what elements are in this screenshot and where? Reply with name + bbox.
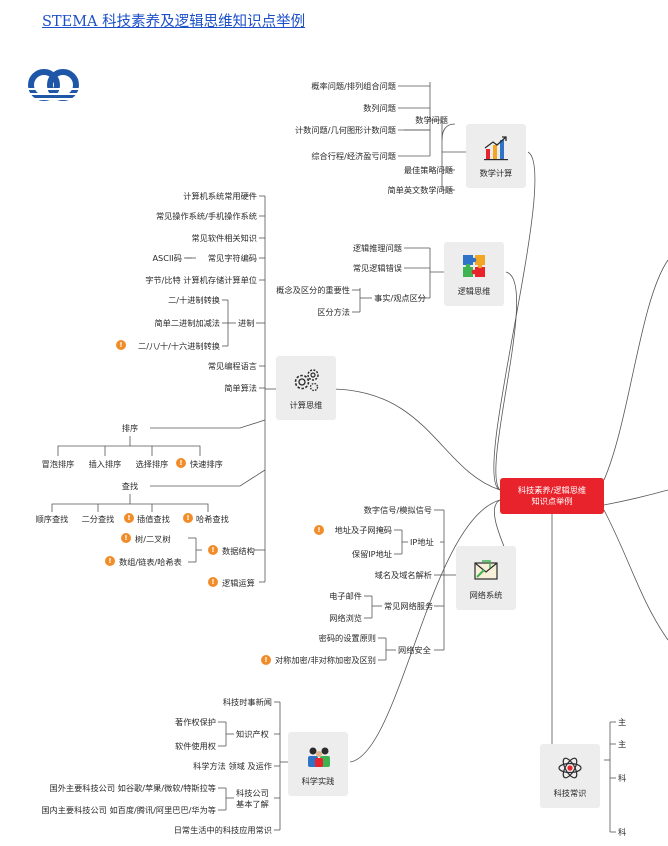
prac-ip-rights: 知识产权 [236,729,269,739]
net-mask: 地址及子网掩码 [334,525,392,535]
hub-practice[interactable]: 科学实践 [288,732,348,796]
prac-company: 科技公司 [236,788,269,798]
logic-facts: 事实/观点区分 [374,293,426,303]
math-group-label: 数学问题 [415,115,448,125]
star-badge-icon: ! [183,513,193,523]
star-badge-icon: ! [124,513,134,523]
comp-logic-op: 逻辑运算 [222,578,255,588]
star-badge-icon: ! [208,545,218,555]
comp-search: 查找 [121,481,139,491]
prac-news: 科技时事新闻 [222,697,272,707]
hub-computational[interactable]: 计算思维 [276,356,336,420]
math-item-sequence: 数列问题 [363,103,396,113]
star-badge-icon: ! [208,577,218,587]
bar-chart-icon [484,136,508,161]
logic-errors: 常见逻辑错误 [352,263,402,273]
sci-item-b: 主 [618,739,627,749]
hub-math[interactable]: 数学计算 [466,124,526,188]
gears-icon [294,369,319,392]
net-dns: 域名及域名解析 [374,570,432,580]
sort-quick: 快速排序 [190,459,223,469]
comp-os: 常见操作系统/手机操作系统 [155,211,257,221]
prac-foreign: 国外主要科技公司 如谷歌/苹果/微软/特斯拉等 [49,783,216,793]
search-hash: 哈希查找 [196,514,229,524]
people-icon [308,747,330,767]
star-badge-icon: ! [314,525,324,535]
prac-license: 软件使用权 [175,741,216,751]
star-badge-icon: ! [261,655,271,665]
logic-reasoning: 逻辑推理问题 [352,243,402,253]
hub-logic[interactable]: 逻辑思维 [444,242,504,306]
center-node[interactable]: 科技素养/逻辑思维 知识点举例 [500,478,604,514]
net-email: 电子邮件 [329,591,362,601]
prac-method: 科学方法 领域 及运作 [193,761,272,771]
center-line2: 知识点举例 [531,496,573,506]
hub-network[interactable]: 网络系统 [456,546,516,610]
comp-hardware: 计算机系统常用硬件 [183,191,257,201]
sci-item-a: 主 [618,717,627,727]
hub-science[interactable]: 科技常识 [540,744,600,808]
atom-icon [558,757,582,779]
hub-practice-label: 科学实践 [301,776,335,786]
comp-bin-multi: 二/八/十/十六进制转换 [138,341,220,351]
math-strategy: 最佳策略问题 [403,165,453,175]
prac-copyright: 著作权保护 [175,717,216,727]
net-security: 网络安全 [398,645,431,655]
center-line1: 科技素养/逻辑思维 [517,485,587,495]
prac-domestic: 国内主要科技公司 如百度/腾讯/阿里巴巴/华为等 [41,805,216,815]
comp-bin2: 二/十进制转换 [168,295,220,305]
comp-software: 常见软件相关知识 [191,233,257,243]
net-pwd: 密码的设置原则 [318,633,376,643]
logic-importance: 概念及区分的重要性 [276,285,350,295]
search-binary: 二分查找 [81,514,115,524]
star-badge-icon: ! [176,458,186,468]
star-badge-icon: ! [116,340,126,350]
search-interpolation: 插值查找 [137,514,170,524]
comp-arrays: 数组/链表/哈希表 [119,557,182,567]
sort-bubble: 冒泡排序 [41,459,75,469]
math-item-travel: 综合行程/经济盈亏问题 [311,151,396,161]
sort-insert: 插入排序 [88,459,122,469]
logic-method: 区分方法 [317,307,350,317]
net-private-ip: 保留IP地址 [351,549,392,559]
prac-company-2: 基本了解 [236,799,269,809]
page-title-link[interactable]: STEMA 科技素养及逻辑思维知识点举例 [42,14,306,30]
star-badge-icon: ! [105,556,115,566]
puzzle-icon [463,255,485,277]
prac-daily: 日常生活中的科技应用常识 [173,825,272,835]
comp-algo: 简单算法 [224,383,257,393]
comp-ds: 数据结构 [222,546,255,556]
comp-radix: 进制 [238,318,255,328]
comp-binop: 简单二进制加减法 [154,318,220,328]
net-ip: IP地址 [410,537,434,547]
envelope-icon [474,560,498,580]
net-browse: 网络浏览 [329,613,362,623]
comp-ascii: ASCII码 [152,253,182,263]
comp-tree: 树/二叉树 [135,534,171,544]
star-badge-icon: ! [121,533,131,543]
hub-network-label: 网络系统 [469,590,503,600]
hub-science-label: 科技常识 [553,788,587,798]
net-signal: 数字信号/模拟信号 [363,505,432,515]
math-item-probability: 概率问题/排列组合问题 [311,81,396,91]
comp-lang: 常见编程语言 [207,361,257,371]
math-item-counting: 计数问题/几何图形计数问题 [294,125,396,135]
net-crypto: 对称加密/非对称加密及区别 [274,655,376,665]
net-services: 常见网络服务 [384,601,434,611]
sort-select: 选择排序 [135,459,169,469]
math-english: 简单英文数学问题 [387,185,453,195]
comp-bytes: 字节/比特 计算机存储计算单位 [145,275,257,285]
hub-computational-label: 计算思维 [289,400,323,410]
logo-mark [28,69,80,101]
search-sequential: 顺序查找 [35,514,69,524]
hub-math-label: 数学计算 [479,168,513,178]
hub-logic-label: 逻辑思维 [457,286,491,296]
sci-item-d: 科 [618,827,627,837]
comp-charset: 常见字符编码 [207,253,257,263]
comp-sort: 排序 [121,423,139,433]
sci-item-c: 科 [618,773,627,783]
